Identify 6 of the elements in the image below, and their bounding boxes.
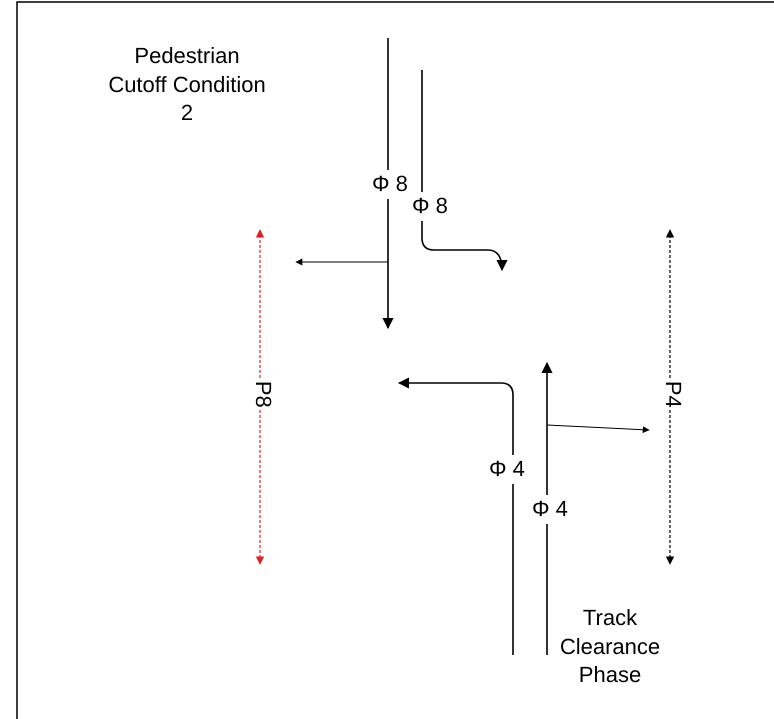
phase-label: Φ 8 bbox=[410, 192, 450, 221]
phase-label: Φ 4 bbox=[530, 495, 570, 524]
condition-note: Pedestrian Cutoff Condition 2 bbox=[107, 42, 267, 128]
phase-label: Φ 8 bbox=[370, 170, 410, 199]
phase-label: Φ 4 bbox=[487, 455, 527, 484]
phase-note: Track Clearance Phase bbox=[558, 604, 662, 690]
